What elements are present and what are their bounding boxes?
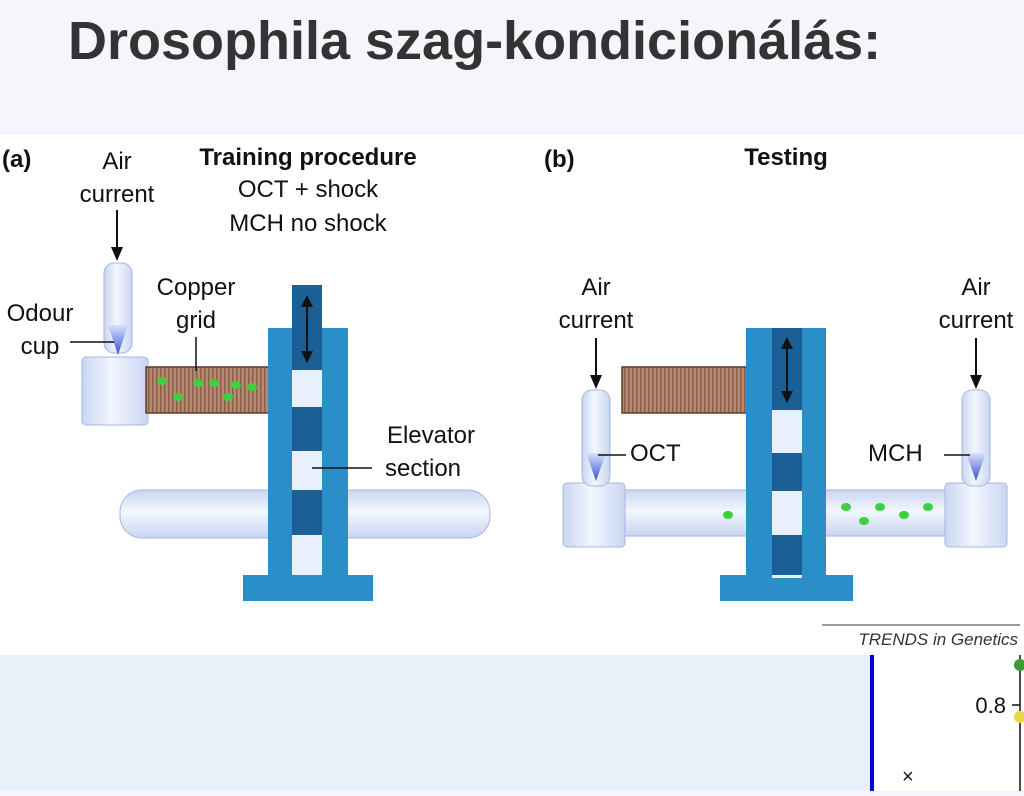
elevator-column-b: [720, 328, 853, 601]
copper-grid-tube-b: [621, 366, 749, 414]
oct-cup-tube: [581, 389, 611, 487]
right-arm-base: [944, 482, 1008, 548]
air-arrowhead-right: [970, 375, 982, 389]
panel-a-letter: (a): [2, 146, 31, 173]
up-arrowhead-a: [301, 295, 313, 307]
fly: [723, 511, 733, 519]
odour-cup-icon: [108, 325, 128, 355]
inset-axis-mark: ×: [902, 766, 914, 788]
testing-heading: Testing: [744, 144, 828, 171]
fly: [173, 393, 183, 401]
mch-cup-tube: [961, 389, 991, 487]
inset-tick-label: 0.8: [975, 693, 1006, 718]
fly: [223, 393, 233, 401]
inset-point-green: [1014, 659, 1024, 671]
air-arrowhead-a: [111, 247, 123, 261]
flies-in-test-tube: [723, 503, 933, 525]
training-line-mch: MCH no shock: [229, 210, 387, 237]
odour-cup-label-2: cup: [21, 333, 60, 360]
left-arm-base: [562, 482, 626, 548]
lower-band: [0, 655, 1024, 791]
fly: [923, 503, 933, 511]
t-maze-figure: (a) Training procedure OCT + shock MCH n…: [0, 135, 1024, 655]
copper-grid-label-2: grid: [176, 307, 216, 334]
air-current-label-a-2: current: [80, 181, 155, 208]
odour-cup-base: [81, 356, 149, 426]
air-arrowhead-left: [590, 375, 602, 389]
inset-chart-fragment: 0.8 ×: [870, 655, 1024, 791]
air-current-right-2: current: [939, 307, 1014, 334]
air-current-right-1: Air: [961, 274, 990, 301]
fly: [859, 517, 869, 525]
column-base-a: [243, 575, 373, 601]
fly: [193, 379, 203, 387]
copper-grid-label-1: Copper: [157, 274, 236, 301]
elevator-label-1: Elevator: [387, 422, 475, 449]
air-current-left-2: current: [559, 307, 634, 334]
air-current-label-a-1: Air: [102, 148, 131, 175]
inset-point-yellow: [1014, 711, 1024, 723]
credit-text: TRENDS in Genetics: [858, 630, 1018, 649]
down-arrowhead-b: [781, 391, 793, 403]
elevator-column-a: [243, 285, 373, 601]
air-current-left-1: Air: [581, 274, 610, 301]
oct-cup-icon: [586, 453, 606, 481]
fly: [247, 383, 257, 391]
elevator-block-mid-a: [292, 407, 322, 451]
fly: [231, 381, 241, 389]
up-arrowhead-b: [781, 337, 793, 349]
slide-title: Drosophila szag-kondicionálás:: [68, 11, 882, 71]
elevator-block-low-b: [772, 535, 802, 575]
panel-b: (b) Testing Air current Air current OCT …: [544, 144, 1014, 601]
fly: [875, 503, 885, 511]
odour-cup-label-1: Odour: [7, 300, 74, 327]
elevator-label-2: section: [385, 455, 461, 482]
training-heading: Training procedure: [199, 144, 416, 171]
column-base-b: [720, 575, 853, 601]
flies-on-grid: [157, 377, 257, 401]
down-arrowhead-a: [301, 351, 313, 363]
elevator-block-low-a: [292, 490, 322, 535]
mch-label: MCH: [868, 440, 923, 467]
elevator-block-mid-b: [772, 453, 802, 491]
training-line-oct: OCT + shock: [238, 176, 379, 203]
fly: [209, 379, 219, 387]
fly: [899, 511, 909, 519]
fly: [157, 377, 167, 385]
accent-bar: [870, 655, 874, 791]
oct-label: OCT: [630, 440, 681, 467]
mch-cup-icon: [966, 453, 986, 481]
fly: [841, 503, 851, 511]
panel-b-letter: (b): [544, 146, 575, 173]
panel-a: (a) Training procedure OCT + shock MCH n…: [2, 144, 491, 601]
